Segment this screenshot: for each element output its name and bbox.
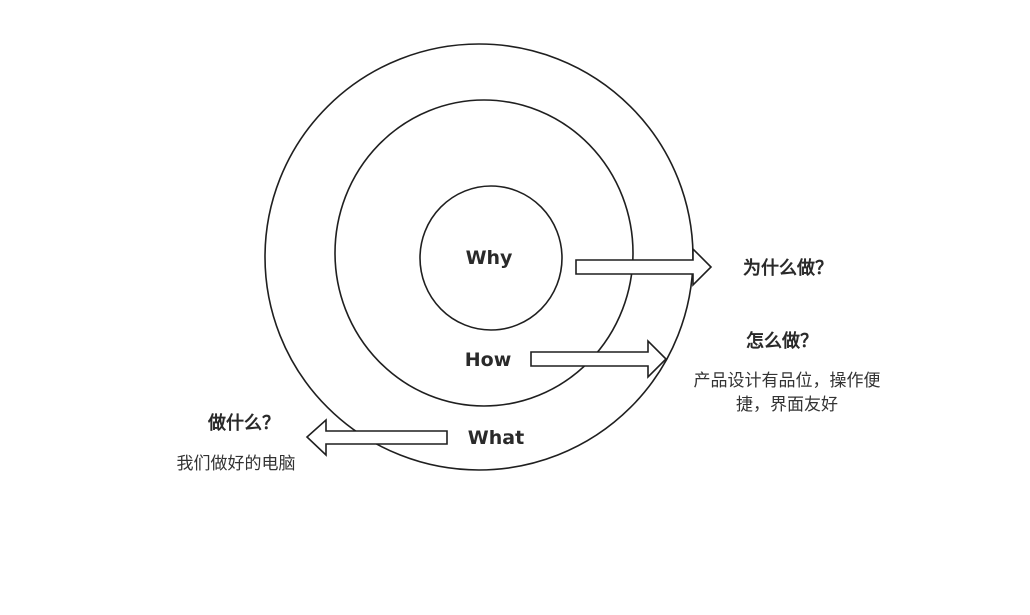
what-arrow: [305, 418, 448, 457]
why-arrow: [575, 247, 713, 287]
how-callout-text-line2: 捷，界面友好: [736, 395, 838, 415]
how-callout-title: 怎么做？: [746, 330, 818, 352]
ring-label-what: What: [468, 427, 524, 449]
inner-ring-why: [419, 185, 563, 331]
how-arrow: [530, 339, 668, 379]
what-callout-title: 做什么？: [207, 412, 280, 434]
why-callout-title: 为什么做？: [743, 257, 833, 279]
what-callout-text: 我们做好的电脑: [177, 454, 296, 474]
how-callout-text-line1: 产品设计有品位，操作便: [694, 371, 881, 391]
ring-label-why: Why: [466, 247, 513, 269]
ring-label-how: How: [465, 349, 512, 371]
middle-ring-how: [334, 99, 634, 407]
